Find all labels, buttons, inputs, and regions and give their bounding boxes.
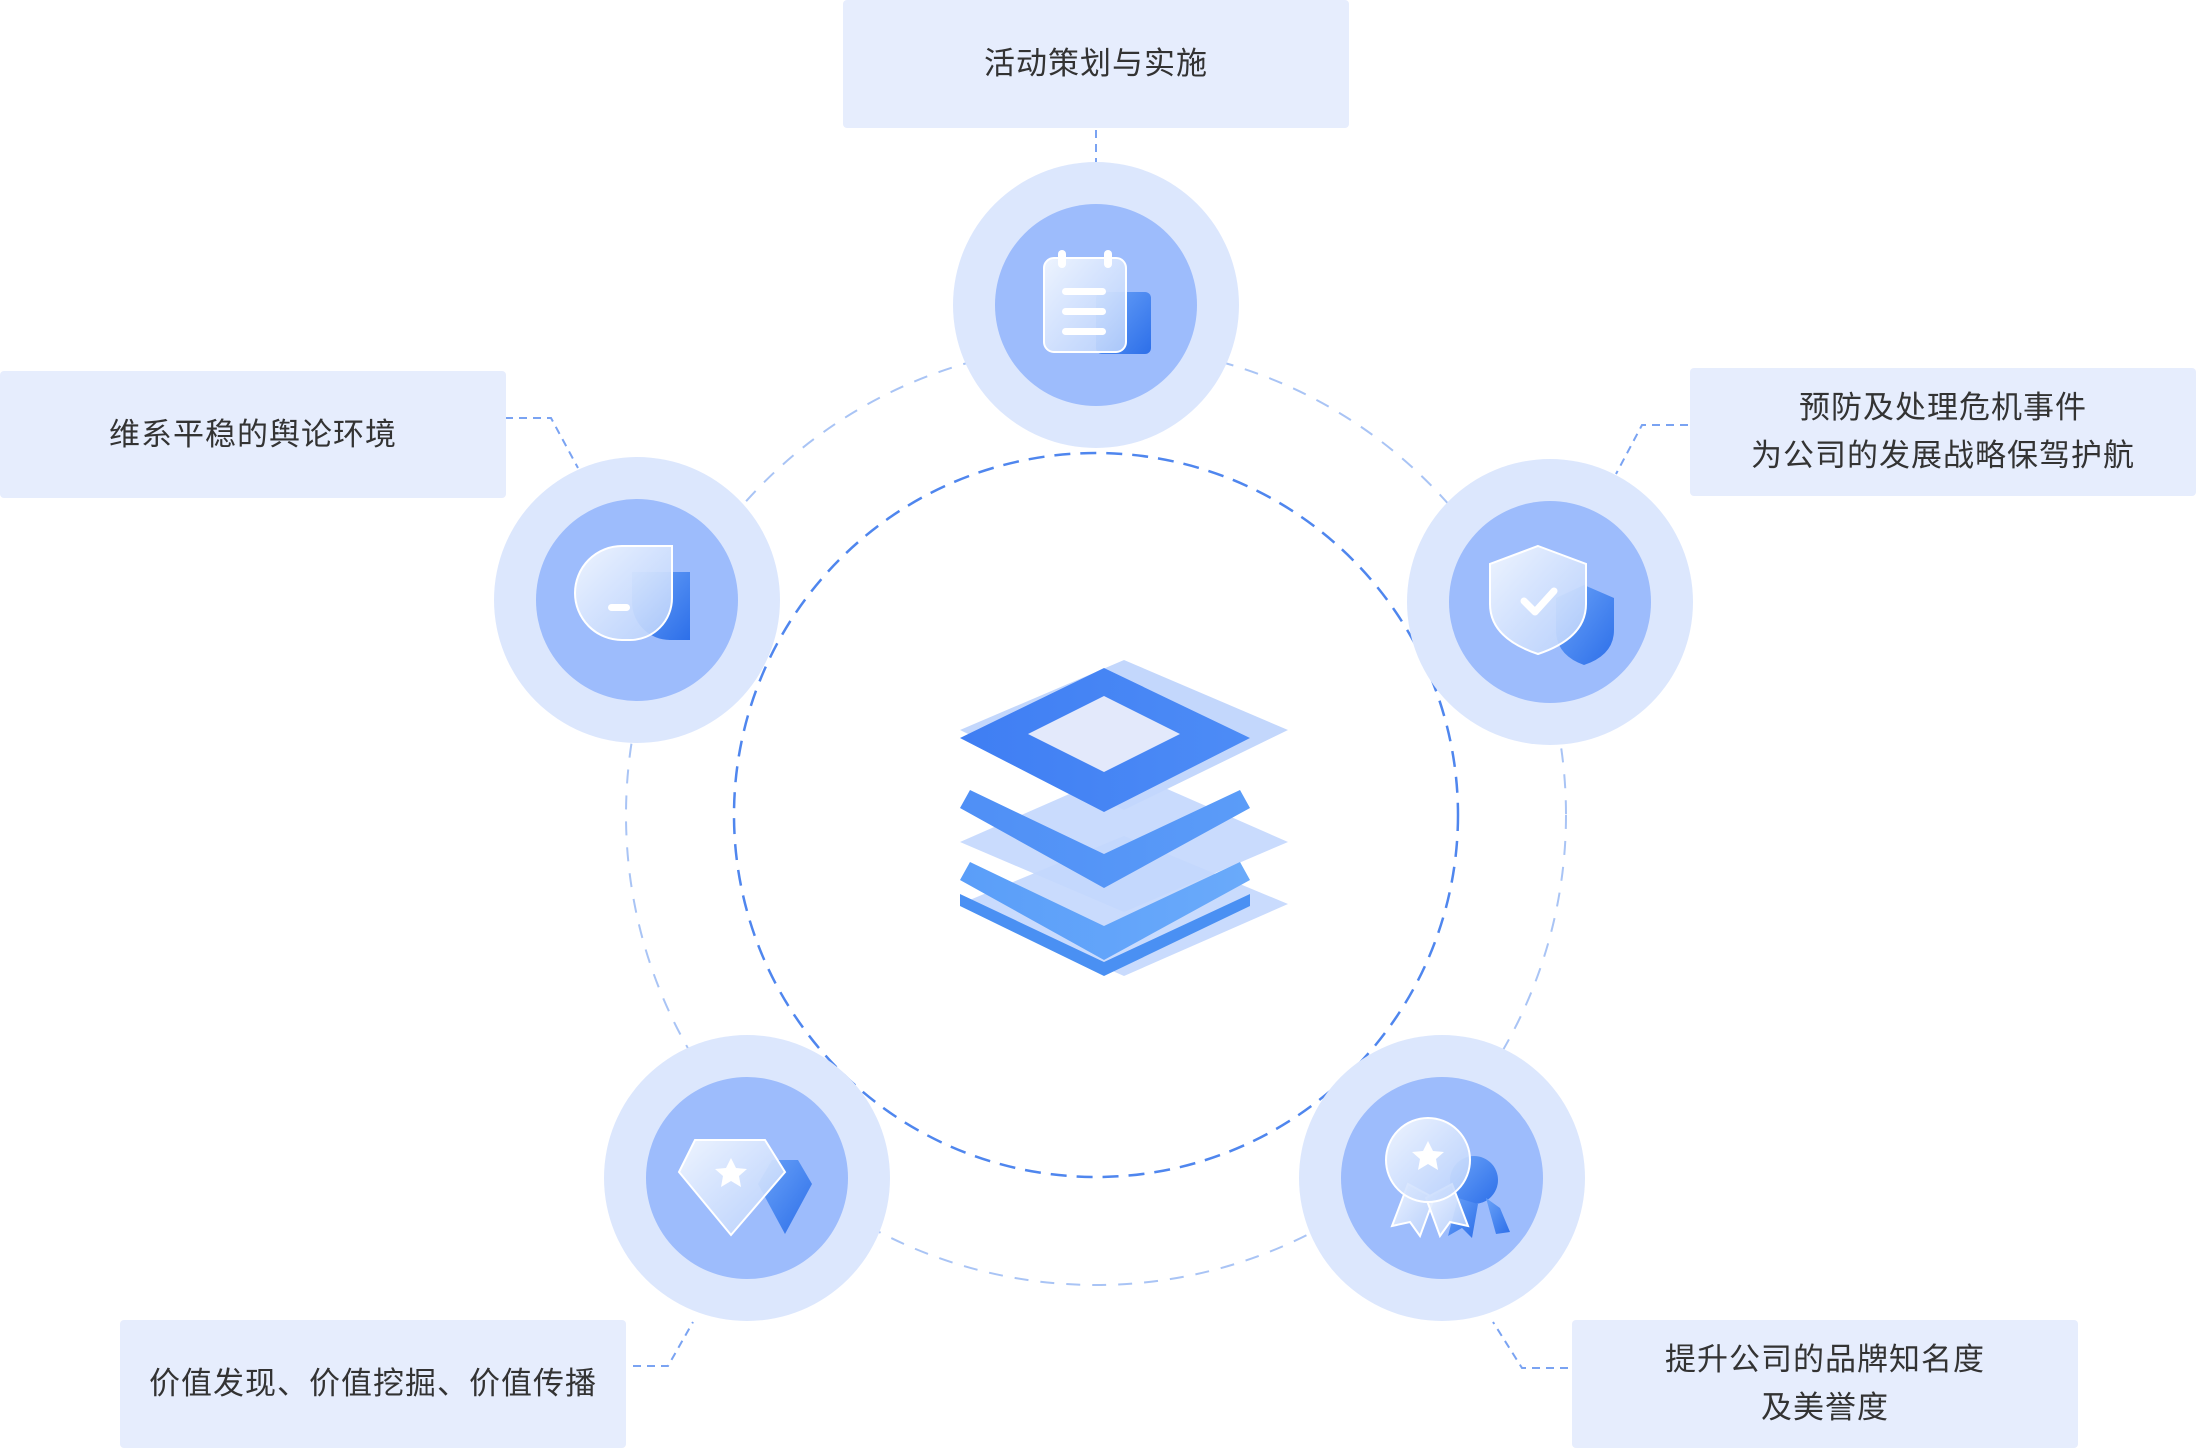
label-top: 活动策划与实施 <box>843 0 1349 128</box>
connector-lines <box>505 130 1688 1369</box>
node-upper-right <box>1407 459 1693 745</box>
node-lower-left <box>604 1035 890 1321</box>
connector-lower-right <box>1492 1321 1568 1369</box>
label-lower-left: 价值发现、价值挖掘、价值传播 <box>120 1320 626 1448</box>
node-upper-left <box>494 457 780 743</box>
connector-upper-left <box>505 417 579 469</box>
connector-upper-right <box>1615 424 1688 475</box>
clipboard-icon <box>1043 250 1151 354</box>
label-lower-right: 提升公司的品牌知名度 及美誉度 <box>1572 1320 2078 1448</box>
label-top-line-1: 活动策划与实施 <box>984 46 1208 81</box>
shield-check-icon <box>1489 544 1614 665</box>
diamond-star-icon <box>677 1139 812 1237</box>
connector-lower-left <box>633 1321 694 1367</box>
label-lower-right-line-1: 提升公司的品牌知名度 <box>1665 1342 1985 1377</box>
node-top <box>953 162 1239 448</box>
award-ribbon-icon <box>1385 1117 1510 1239</box>
label-upper-right-line-1: 预防及处理危机事件 <box>1799 390 2087 425</box>
node-lower-right <box>1299 1035 1585 1321</box>
label-upper-right-line-2: 为公司的发展战略保驾护航 <box>1751 438 2135 473</box>
label-upper-left-line-1: 维系平稳的舆论环境 <box>109 416 397 452</box>
label-upper-left: 维系平稳的舆论环境 <box>0 371 506 498</box>
stacked-layers-icon <box>960 660 1288 976</box>
label-lower-right-line-2: 及美誉度 <box>1761 1390 1889 1425</box>
inner-dashed-ring <box>732 451 1460 1179</box>
label-upper-right: 预防及处理危机事件 为公司的发展战略保驾护航 <box>1690 368 2196 496</box>
label-lower-left-line-1: 价值发现、价值挖掘、价值传播 <box>149 1366 597 1401</box>
chat-bubble-icon <box>574 545 690 641</box>
